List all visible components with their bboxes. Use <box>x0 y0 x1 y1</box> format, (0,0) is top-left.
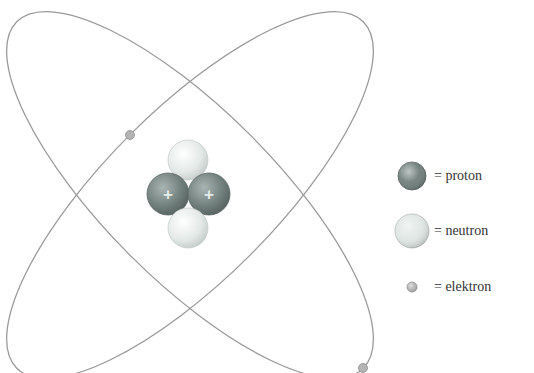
legend-shine <box>407 282 417 292</box>
legend-label: = proton <box>434 169 482 183</box>
legend-swatch <box>398 162 426 190</box>
legend-shine <box>395 214 429 248</box>
legend-swatch <box>407 282 417 292</box>
electrons <box>126 131 368 373</box>
electron <box>126 131 135 140</box>
charge-sign: + <box>204 186 214 203</box>
electron <box>359 364 368 373</box>
orbit <box>0 0 423 373</box>
legend-color <box>395 214 429 248</box>
nucleus <box>147 140 230 248</box>
charge-sign: + <box>163 186 173 203</box>
orbit-ellipse <box>0 0 423 373</box>
legend-swatches <box>395 162 429 292</box>
legend-label: = elektron <box>434 280 491 294</box>
legend-label: = neutron <box>434 224 488 238</box>
legend-color <box>398 162 426 190</box>
neutron <box>168 208 208 248</box>
orbit-ellipse <box>0 0 423 373</box>
legend-color <box>407 282 417 292</box>
legend-swatch <box>395 214 429 248</box>
legend-shine <box>398 162 426 190</box>
